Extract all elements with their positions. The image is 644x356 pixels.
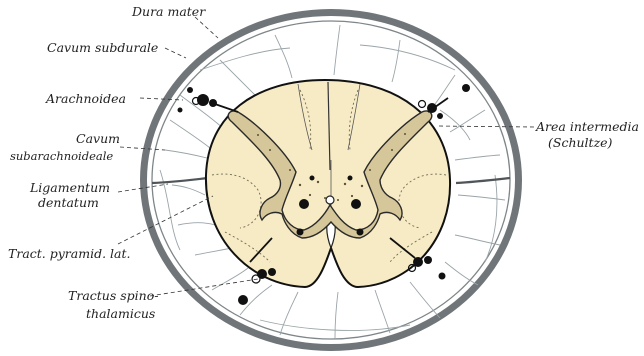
label-dura-mater: Dura mater (131, 4, 206, 19)
label-area-intermedia-line2: (Schultze) (548, 135, 613, 150)
label-area-intermedia-line1: Area intermedia (535, 119, 639, 134)
label-tract-pyramid: Tract. pyramid. lat. (8, 246, 130, 261)
label-ligamentum-line2: dentatum (38, 195, 99, 210)
label-tractus-line2: thalamicus (86, 306, 155, 321)
label-cavum-line1: Cavum (76, 131, 120, 146)
central-canal (326, 196, 334, 204)
label-tractus-line1: Tractus spino- (68, 288, 158, 303)
label-cavum-line2: subarachnoideale (10, 149, 113, 163)
label-arachnoidea: Arachnoidea (45, 91, 126, 106)
label-ligamentum-line1: Ligamentum (29, 180, 110, 195)
label-cavum-subdurale: Cavum subdurale (47, 40, 158, 55)
